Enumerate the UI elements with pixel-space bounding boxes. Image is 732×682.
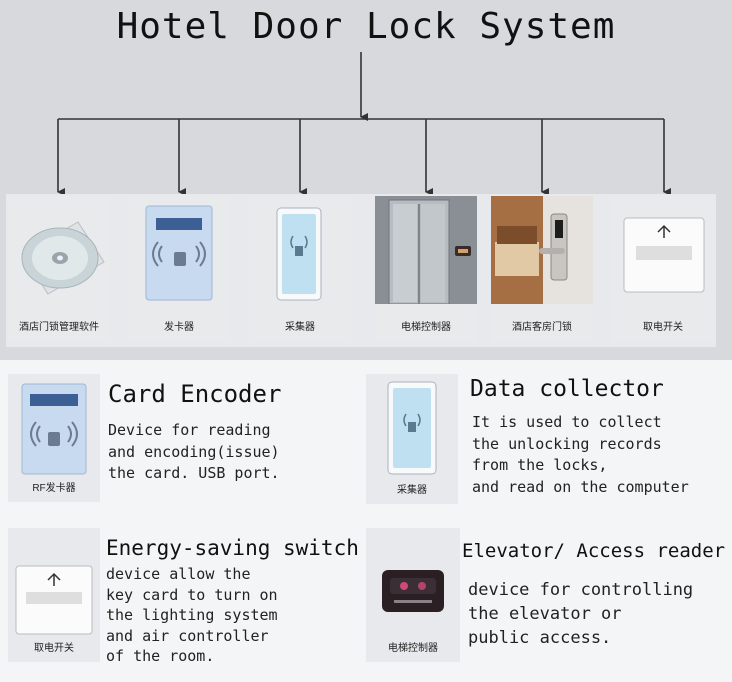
description-line: device for controlling bbox=[468, 580, 694, 600]
elevator-heading: Elevator/ Access reader bbox=[462, 540, 726, 562]
tile-label: 酒店客房门锁 bbox=[512, 322, 572, 333]
tile-data-collector: 采集器 bbox=[249, 196, 351, 342]
switch-description: device allow the key card to turn on the… bbox=[106, 564, 278, 667]
description-line: key card to turn on bbox=[106, 585, 278, 604]
tile-label: 电梯控制器 bbox=[401, 322, 451, 333]
tile-label: 发卡器 bbox=[164, 322, 194, 333]
description-line: It is used to collect bbox=[472, 413, 662, 431]
description-line: and encoding(issue) bbox=[108, 442, 280, 461]
elevator-icon bbox=[375, 196, 477, 304]
energy-switch-icon bbox=[623, 217, 705, 293]
software-disc-icon bbox=[21, 221, 105, 295]
page-title: Hotel Door Lock System bbox=[116, 6, 616, 47]
collector-panel: 采集器 bbox=[366, 374, 458, 504]
tile-energy-switch: 取电开关 bbox=[612, 196, 714, 342]
encoder-description: Device for reading and encoding(issue) t… bbox=[108, 420, 280, 485]
hotel-room-lock-icon bbox=[491, 196, 593, 304]
card-encoder-icon bbox=[145, 205, 213, 301]
panel-caption: RF发卡器 bbox=[32, 483, 76, 494]
switch-panel: 取电开关 bbox=[8, 528, 100, 662]
tile-elevator: 电梯控制器 bbox=[375, 196, 477, 342]
energy-switch-icon bbox=[15, 565, 93, 635]
description-line: of the room. bbox=[106, 647, 215, 665]
description-line: Device for reading bbox=[108, 421, 271, 439]
collector-description: It is used to collect the unlocking reco… bbox=[472, 412, 689, 498]
description-line: and air controller bbox=[106, 626, 269, 645]
description-line: from the locks, bbox=[472, 456, 608, 474]
data-collector-icon bbox=[276, 207, 322, 301]
description-line: public access. bbox=[468, 628, 612, 648]
switch-heading: Energy-saving switch bbox=[106, 536, 359, 560]
description-line: the elevator or bbox=[468, 604, 622, 624]
tile-card-encoder: 发卡器 bbox=[128, 196, 230, 342]
encoder-heading: Card Encoder bbox=[108, 380, 282, 408]
tile-label: 酒店门锁管理软件 bbox=[19, 322, 99, 333]
device-strip bbox=[6, 194, 716, 347]
description-line: device allow the bbox=[106, 565, 251, 583]
hierarchy-connectors bbox=[57, 52, 671, 196]
data-collector-icon bbox=[387, 381, 437, 475]
tile-label: 取电开关 bbox=[643, 322, 683, 333]
encoder-panel: RF发卡器 bbox=[8, 374, 100, 502]
elevator-reader-icon bbox=[382, 570, 444, 612]
description-line: and read on the computer bbox=[472, 477, 689, 496]
collector-heading: Data collector bbox=[470, 376, 664, 402]
panel-caption: 采集器 bbox=[397, 485, 427, 496]
description-line: the card. USB port. bbox=[108, 464, 280, 482]
panel-caption: 取电开关 bbox=[34, 643, 74, 654]
tile-label: 采集器 bbox=[285, 322, 315, 333]
elevator-panel: 电梯控制器 bbox=[366, 528, 460, 662]
description-line: the unlocking records bbox=[472, 434, 662, 453]
tile-software: 酒店门锁管理软件 bbox=[8, 196, 110, 342]
tile-hotel-room-lock: 酒店客房门锁 bbox=[491, 196, 593, 342]
panel-caption: 电梯控制器 bbox=[388, 643, 438, 654]
card-encoder-icon bbox=[21, 383, 87, 475]
elevator-description: device for controlling the elevator or p… bbox=[468, 578, 693, 650]
description-line: the lighting system bbox=[106, 606, 278, 624]
